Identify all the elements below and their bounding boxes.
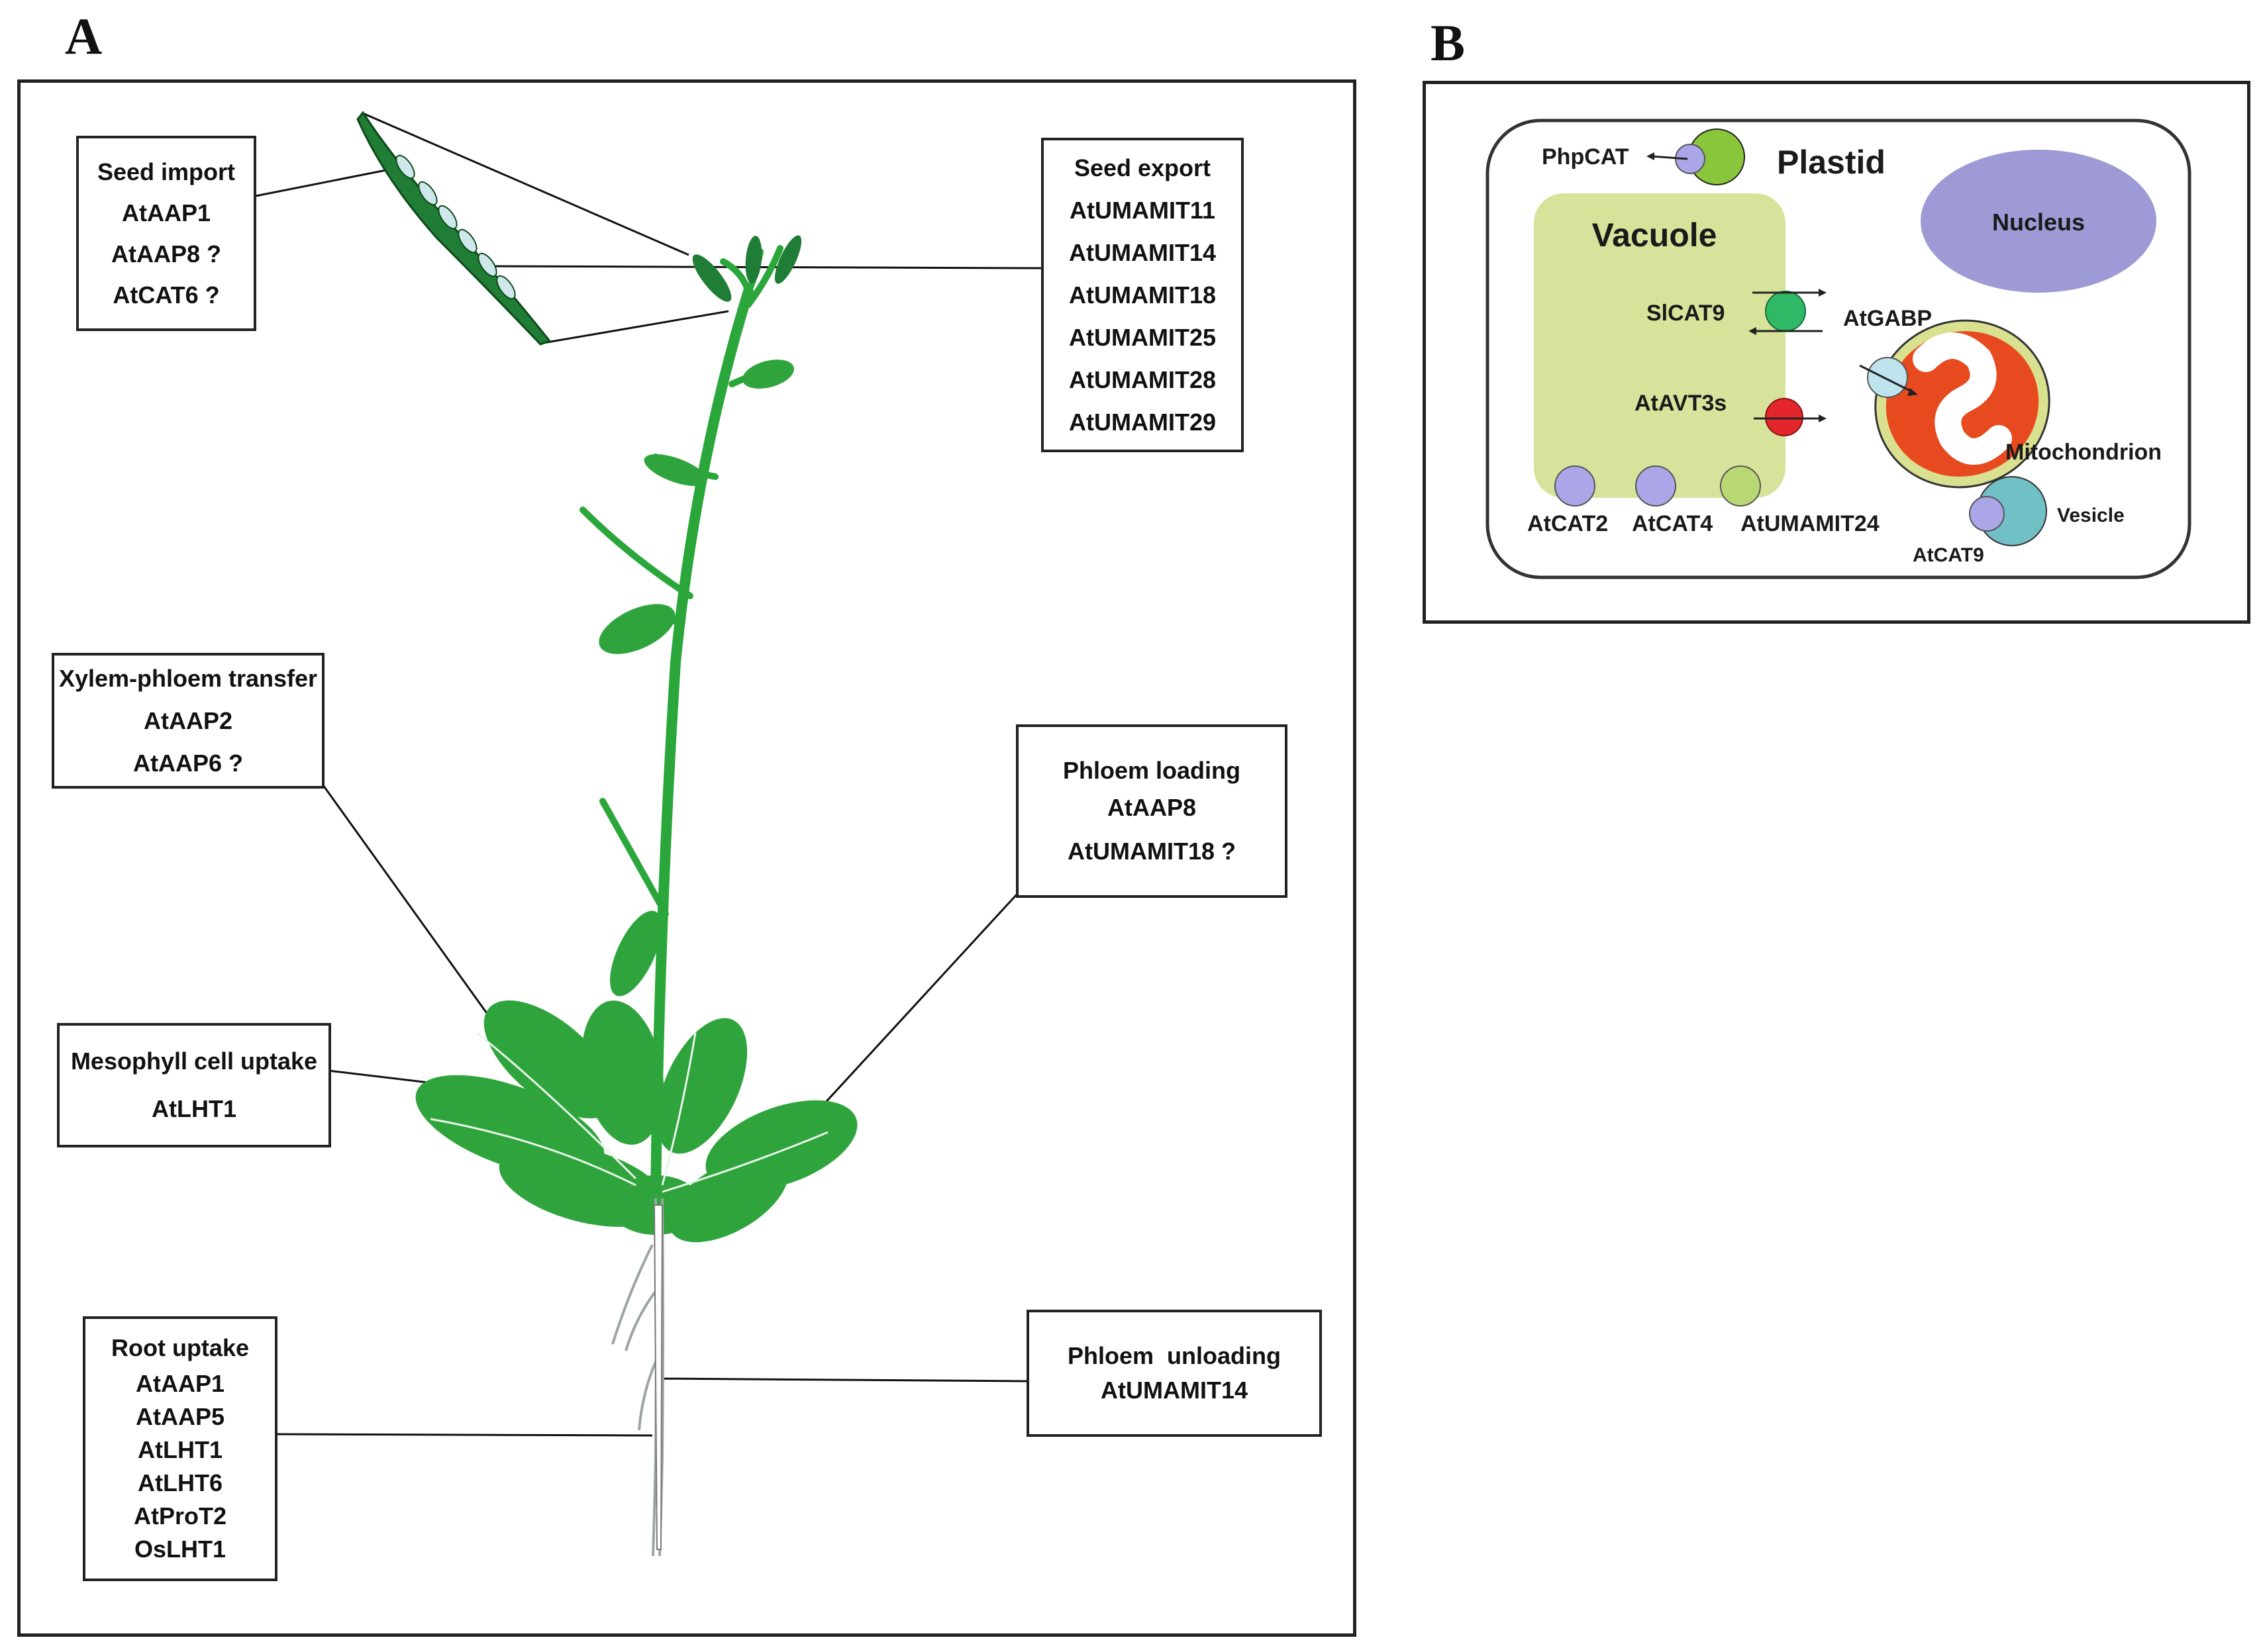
mesophyll-box: Mesophyll cell uptake AtLHT1 bbox=[57, 1023, 331, 1147]
seed-export-item-4: AtUMAMIT25 bbox=[1069, 323, 1216, 351]
leader-lines bbox=[255, 113, 1042, 1437]
panel-letter-b: B bbox=[1431, 14, 1466, 72]
seed-export-box: Seed export AtUMAMIT11 AtUMAMIT14 AtUMAM… bbox=[1041, 138, 1244, 452]
phloem-loading-item-1: AtAAP8 bbox=[1107, 794, 1196, 821]
atavt3s-label: AtAVT3s bbox=[1634, 391, 1727, 416]
cell-diagram: Vacuole Nucleus PhpCAT Plastid SlCAT9 At… bbox=[1485, 119, 2191, 579]
root-uptake-item-6: OsLHT1 bbox=[134, 1535, 226, 1563]
atcat4-label: AtCAT4 bbox=[1632, 511, 1713, 536]
seed-pod-enlarged bbox=[356, 111, 552, 346]
root-uptake-item-3: AtLHT1 bbox=[138, 1436, 223, 1463]
seed-export-item-5: AtUMAMIT28 bbox=[1069, 365, 1216, 393]
atgabp-transporter bbox=[1867, 357, 1908, 398]
atcat9-transporter bbox=[1969, 496, 2005, 532]
vesicle-label: Vesicle bbox=[2057, 505, 2125, 526]
seed-import-box: Seed import AtAAP1 AtAAP8 ? AtCAT6 ? bbox=[76, 136, 256, 331]
seed-export-item-6: AtUMAMIT29 bbox=[1069, 408, 1216, 436]
mitochondrion-label: Mitochondrion bbox=[2005, 440, 2162, 465]
phloem-loading-title: Phloem loading bbox=[1062, 757, 1240, 784]
atumamit24-transporter bbox=[1720, 465, 1761, 507]
root-uptake-box: Root uptake AtAAP1 AtAAP5 AtLHT1 AtLHT6 … bbox=[83, 1316, 277, 1581]
phloem-unloading-title: Phloem unloading bbox=[1068, 1342, 1281, 1369]
phloem-loading-box: Phloem loading AtAAP8 AtUMAMIT18 ? bbox=[1016, 724, 1287, 898]
mitochondrion-cristae bbox=[1913, 332, 2012, 465]
seed-import-item-3: AtCAT6 ? bbox=[113, 281, 220, 309]
atcat2-transporter bbox=[1554, 465, 1595, 507]
seed-import-title: Seed import bbox=[97, 158, 236, 185]
atcat9-label: AtCAT9 bbox=[1913, 544, 1984, 566]
seed-export-item-2: AtUMAMIT14 bbox=[1069, 238, 1216, 266]
seed-export-item-1: AtUMAMIT11 bbox=[1069, 196, 1215, 224]
phloem-unloading-item-1: AtUMAMIT14 bbox=[1101, 1377, 1248, 1404]
leaf-veins bbox=[430, 1032, 829, 1193]
atgabp-label: AtGABP bbox=[1843, 306, 1932, 331]
xylem-phloem-item-1: AtAAP2 bbox=[143, 706, 232, 734]
panel-a-frame bbox=[17, 79, 1356, 1637]
atavt3s-transporter bbox=[1765, 398, 1803, 436]
root-uptake-item-2: AtAAP5 bbox=[135, 1403, 225, 1430]
xylem-phloem-title: Xylem-phloem transfer bbox=[58, 664, 318, 692]
phpcat-arrow bbox=[1650, 155, 1688, 160]
root-uptake-item-1: AtAAP1 bbox=[135, 1370, 225, 1397]
atcat2-label: AtCAT2 bbox=[1527, 511, 1608, 536]
atcat4-transporter bbox=[1635, 465, 1676, 507]
phpcat-label: PhpCAT bbox=[1542, 144, 1629, 170]
root-uptake-title: Root uptake bbox=[111, 1334, 249, 1361]
phloem-loading-item-2: AtUMAMIT18 ? bbox=[1068, 838, 1236, 865]
cauline-leaves bbox=[599, 360, 794, 996]
root-uptake-item-4: AtLHT6 bbox=[138, 1469, 223, 1496]
seed-import-item-1: AtAAP1 bbox=[121, 199, 211, 226]
nucleus-label: Nucleus bbox=[1992, 209, 2085, 236]
xylem-phloem-box: Xylem-phloem transfer AtAAP2 AtAAP6 ? bbox=[52, 653, 325, 789]
vacuole bbox=[1534, 193, 1785, 498]
mesophyll-title: Mesophyll cell uptake bbox=[70, 1047, 318, 1075]
slcat9-label: SlCAT9 bbox=[1646, 301, 1725, 326]
xylem-phloem-item-2: AtAAP6 ? bbox=[132, 749, 243, 777]
seed-export-title: Seed export bbox=[1074, 154, 1211, 181]
seed-export-item-3: AtUMAMIT18 bbox=[1069, 281, 1216, 309]
plastid-label: Plastid bbox=[1777, 144, 1886, 181]
slcat9-transporter bbox=[1765, 291, 1806, 332]
panel-b-frame bbox=[1423, 81, 2250, 624]
nucleus bbox=[1921, 150, 2156, 293]
seed-import-item-2: AtAAP8 ? bbox=[111, 240, 221, 267]
atumamit24-label: AtUMAMIT24 bbox=[1740, 511, 1880, 536]
rosette-leaves bbox=[415, 1000, 858, 1243]
panel-letter-a: A bbox=[65, 7, 103, 65]
phloem-unloading-box: Phloem unloading AtUMAMIT14 bbox=[1027, 1310, 1322, 1437]
mesophyll-item-1: AtLHT1 bbox=[152, 1095, 236, 1122]
root-uptake-item-5: AtProT2 bbox=[133, 1502, 226, 1530]
vacuole-label: Vacuole bbox=[1592, 217, 1717, 254]
top-pods bbox=[692, 235, 802, 302]
